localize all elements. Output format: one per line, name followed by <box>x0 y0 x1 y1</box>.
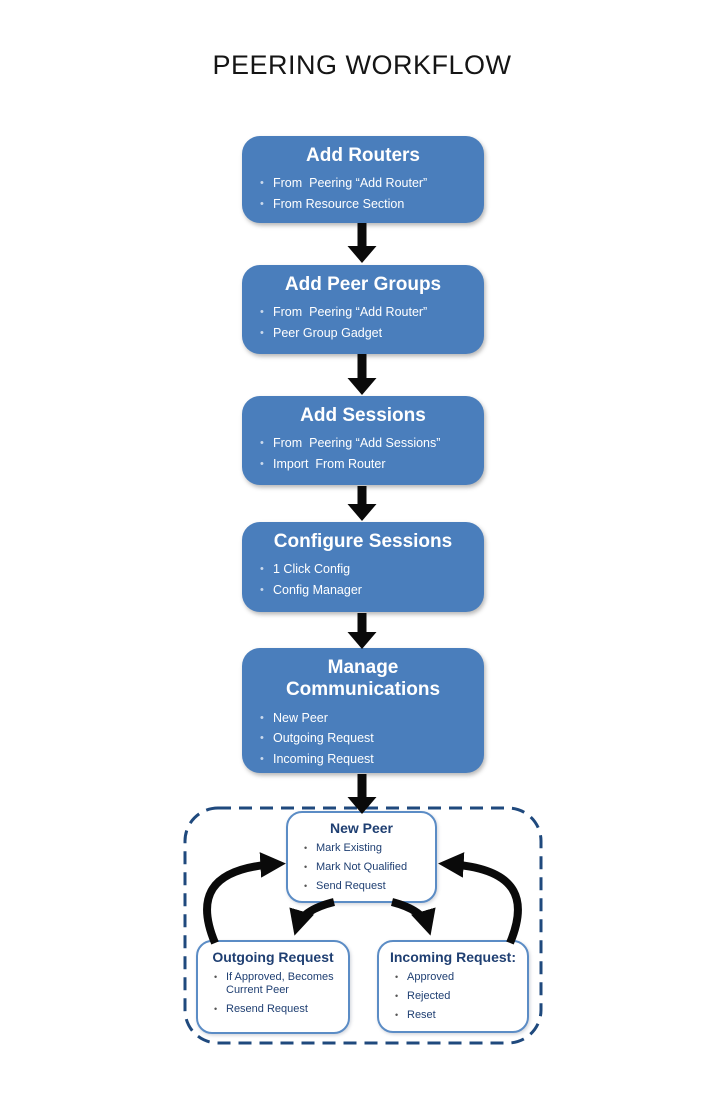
bullet-list: • If Approved, Becomes Current Peer • Rese… <box>198 971 348 1017</box>
bullet-icon: • <box>304 862 308 873</box>
bullet-text: Rejected <box>407 990 451 1003</box>
flow-box-add-sessions: Add Sessions • From Peering “Add Sessions… <box>242 396 484 485</box>
bullet-list: • New Peer • Outgoing Request • Incoming Re… <box>242 711 484 768</box>
bullet-item: • Peer Group Gadget <box>260 326 474 342</box>
bullet-text: Reset <box>407 1009 436 1022</box>
flow-box-manage-communications: Manage Communications • New Peer • Outgoin… <box>242 648 484 773</box>
cycle-box-title: Outgoing Request <box>212 949 334 965</box>
bullet-item: • From Peering “Add Sessions” <box>260 436 474 452</box>
bullet-item: • 1 Click Config <box>260 562 474 578</box>
bullet-text: Resend Request <box>226 1003 308 1016</box>
bullet-text: Send Request <box>316 880 386 893</box>
bullet-icon: • <box>260 711 264 724</box>
cycle-box-title: New Peer <box>329 820 394 836</box>
bullet-item: • Incoming Request <box>260 752 474 768</box>
bullet-icon: • <box>395 972 399 982</box>
bullet-text: From Resource Section <box>273 197 405 212</box>
bullet-text: Config Manager <box>273 583 362 598</box>
bullet-list: • From Peering “Add Router” • From Resourc… <box>242 176 484 212</box>
bullet-icon: • <box>260 306 264 319</box>
bullet-text: From Peering “Add Router” <box>273 305 428 320</box>
bullet-item: • Config Manager <box>260 583 474 599</box>
bullet-icon: • <box>260 732 264 745</box>
bullet-icon: • <box>304 881 308 892</box>
flow-box-title: Add Routers <box>306 145 420 166</box>
bullet-icon: • <box>260 437 264 450</box>
bullet-item: • Send Request <box>304 880 429 893</box>
bullet-text: Mark Not Qualified <box>316 861 408 874</box>
bullet-item: • Outgoing Request <box>260 731 474 747</box>
bullet-item: • Import From Router <box>260 457 474 473</box>
bullet-text: Approved <box>407 971 455 983</box>
bullet-icon: • <box>260 458 264 471</box>
bullet-icon: • <box>260 327 264 340</box>
bullet-item: • From Resource Section <box>260 197 474 213</box>
bullet-icon: • <box>395 1010 399 1021</box>
bullet-icon: • <box>214 972 218 982</box>
bullet-item: • Reset <box>395 1009 521 1022</box>
bullet-item: • Approved <box>395 971 521 984</box>
bullet-list: • Approved • Rejected • Reset <box>379 971 527 1023</box>
bullet-text: Peer Group Gadget <box>273 326 383 341</box>
flow-box-configure-sessions: Configure Sessions • 1 Click Config • Conf… <box>242 522 484 612</box>
cycle-box-new-peer: New Peer • Mark Existing • Mark Not Qualif… <box>286 811 437 903</box>
bullet-text: Outgoing Request <box>273 731 374 746</box>
bullet-text: Import From Router <box>273 457 386 472</box>
bullet-text: 1 Click Config <box>273 562 351 577</box>
bullet-icon: • <box>214 1004 218 1015</box>
flow-box-add-peer-groups: Add Peer Groups • From Peering “Add Route… <box>242 265 484 354</box>
flow-box-title: Manage Communications <box>285 657 441 701</box>
bullet-icon: • <box>260 177 264 190</box>
cycle-box-outgoing-request: Outgoing Request • If Approved, Becomes C… <box>196 940 350 1034</box>
bullet-item: • Mark Existing <box>304 842 429 855</box>
flow-box-title: Add Peer Groups <box>284 274 442 295</box>
flow-box-title: Configure Sessions <box>273 531 453 552</box>
bullet-list: • 1 Click Config • Config Manager <box>242 562 484 598</box>
bullet-icon: • <box>304 843 308 853</box>
bullet-icon: • <box>260 563 264 576</box>
bullet-list: • From Peering “Add Sessions” • Import Fro… <box>242 436 484 472</box>
bullet-text: If Approved, Becomes Current Peer <box>226 971 337 997</box>
page-title: PEERING WORKFLOW <box>212 50 512 80</box>
bullet-item: • Resend Request <box>214 1003 342 1016</box>
bullet-list: • Mark Existing • Mark Not Qualified • Send… <box>288 842 435 894</box>
bullet-icon: • <box>260 753 264 766</box>
bullet-text: New Peer <box>273 710 328 725</box>
bullet-icon: • <box>260 198 264 211</box>
bullet-list: • From Peering “Add Router” • Peer Group G… <box>242 305 484 341</box>
bullet-item: • From Peering “Add Router” <box>260 176 474 192</box>
cycle-box-incoming-request: Incoming Request: • Approved • Rejected • R… <box>377 940 529 1033</box>
bullet-icon: • <box>395 991 399 1002</box>
bullet-item: • New Peer <box>260 711 474 727</box>
bullet-text: Incoming Request <box>273 752 374 767</box>
bullet-text: From Peering “Add Router” <box>273 176 428 191</box>
bullet-item: • Rejected <box>395 990 521 1003</box>
cycle-container-border <box>183 806 543 1045</box>
bullet-text: Mark Existing <box>316 842 383 854</box>
bullet-item: • From Peering “Add Router” <box>260 305 474 321</box>
bullet-item: • Mark Not Qualified <box>304 861 429 874</box>
bullet-icon: • <box>260 584 264 597</box>
bullet-item: • If Approved, Becomes Current Peer <box>214 971 342 997</box>
cycle-box-title: Incoming Request: <box>389 949 516 965</box>
bullet-text: From Peering “Add Sessions” <box>273 436 441 451</box>
flow-box-title: Add Sessions <box>300 405 426 426</box>
flow-box-add-routers: Add Routers • From Peering “Add Router” •… <box>242 136 484 223</box>
